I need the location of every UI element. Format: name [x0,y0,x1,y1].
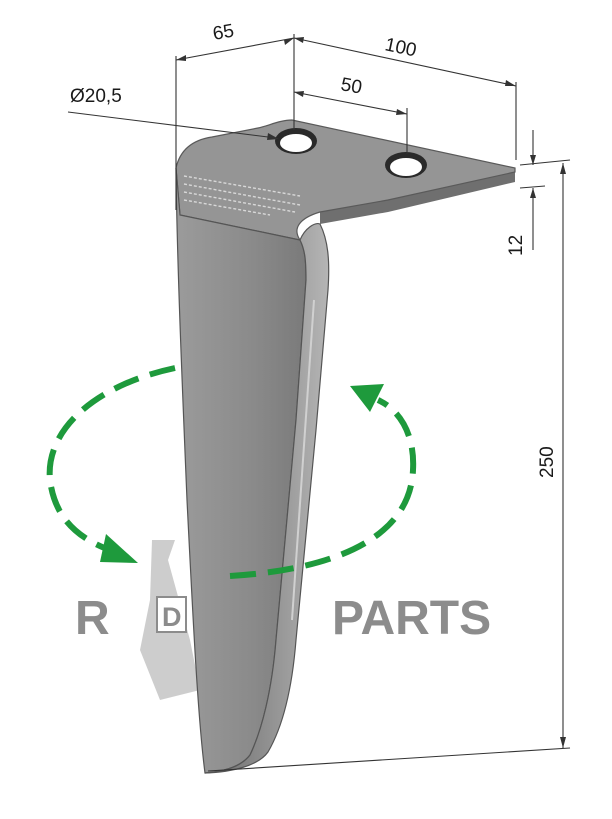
logo-letter-d: D [162,602,182,632]
shank-highlight [291,299,315,621]
dim-leader-diameter [67,111,277,139]
mounting-hole-right [385,152,427,178]
rotation-arrowhead-left [100,534,138,563]
dimension-lines [67,34,571,772]
logo-word-parts: PARTS [332,592,491,645]
dim-label-65: 65 [211,21,235,45]
rotation-arrow-right [229,397,417,579]
dim-label-100: 100 [383,34,418,61]
rd-parts-logo: R D PARTS [75,540,491,700]
logo-letter-r: R [75,592,110,645]
rotation-arrows-front [229,384,417,579]
rotation-arrows-icon [46,365,176,563]
mounting-flange [175,119,516,241]
dim-label-50: 50 [339,74,363,98]
tine-blade [175,119,516,774]
dim-line-50 [293,91,408,115]
rotation-arrowhead-right [350,384,384,412]
dim-label-12: 12 [506,235,527,256]
dim-label-diameter: Ø20,5 [70,86,122,107]
dim-line-65 [175,37,295,61]
dim-line-100 [293,37,517,87]
surface-hatching [183,175,301,216]
rotation-arrow-left [46,365,176,555]
logo-letter-box [156,596,187,633]
dim-label-250: 250 [537,446,558,478]
shank-side [204,223,330,774]
flange-edge [320,172,515,224]
mounting-hole-left [275,128,317,154]
